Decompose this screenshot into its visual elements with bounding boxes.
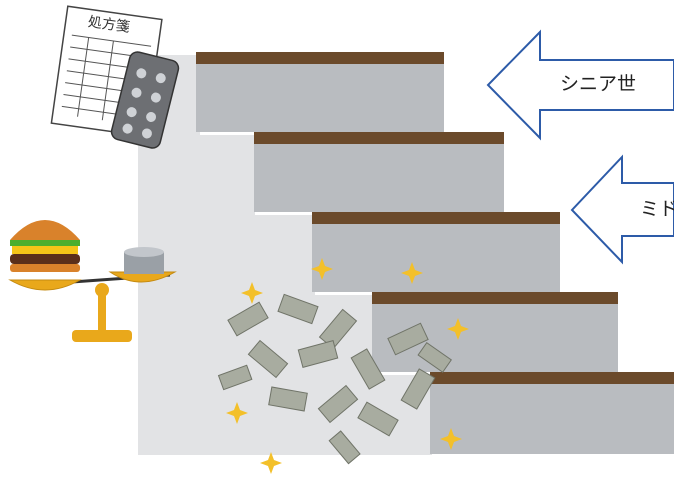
arrow-label-middle: ミド <box>640 198 674 220</box>
coin-stack-icon <box>124 247 164 274</box>
stair-step-2 <box>254 140 504 212</box>
arrow-label-senior: シニア世 <box>560 73 674 95</box>
stair-step-1 <box>196 60 444 132</box>
stair-step-3 <box>312 220 560 292</box>
hamburger-icon <box>10 220 80 272</box>
stair-step-5 <box>430 380 674 454</box>
